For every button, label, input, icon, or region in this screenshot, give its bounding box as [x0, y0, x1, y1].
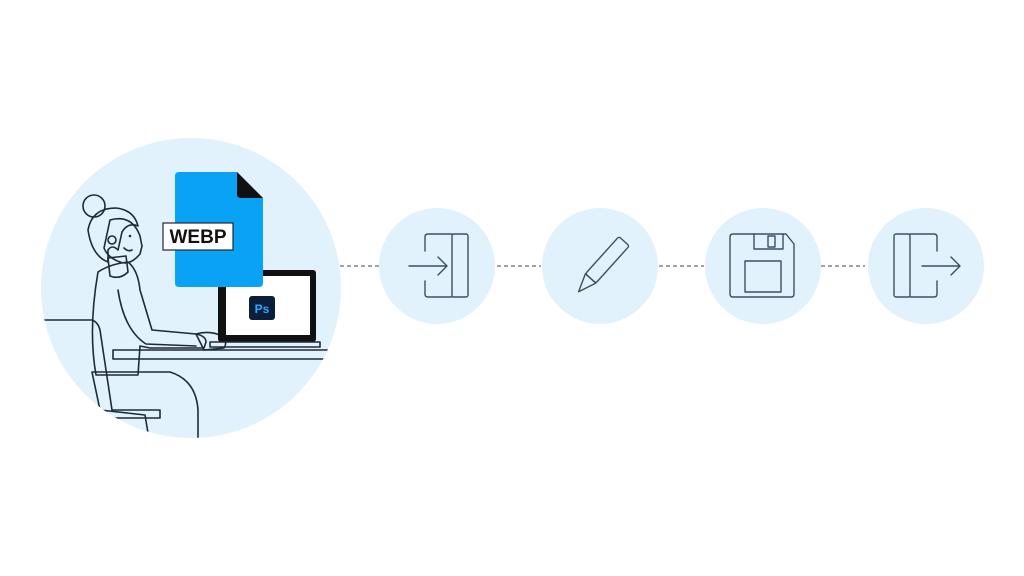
import-icon — [408, 233, 469, 298]
eye — [128, 234, 132, 238]
neck — [107, 255, 129, 279]
file-type-label — [162, 222, 234, 251]
hair — [87, 207, 139, 263]
step-edit — [542, 208, 658, 324]
photoshop-icon-text: Ps — [255, 302, 270, 316]
arm — [117, 289, 197, 347]
step-export — [868, 208, 984, 324]
save-icon — [729, 233, 795, 298]
laptop-base — [209, 341, 321, 348]
person-illustration: WEBP Ps — [41, 138, 341, 438]
photoshop-icon — [249, 296, 275, 320]
illustration-background — [41, 138, 341, 438]
smile — [123, 247, 133, 252]
step-import — [379, 208, 495, 324]
hair-bun — [82, 194, 106, 218]
pencil-icon — [577, 236, 630, 293]
face — [103, 217, 143, 264]
export-icon — [893, 233, 961, 298]
step-save — [705, 208, 821, 324]
file-type-text: WEBP — [170, 227, 227, 248]
ear — [107, 235, 117, 245]
